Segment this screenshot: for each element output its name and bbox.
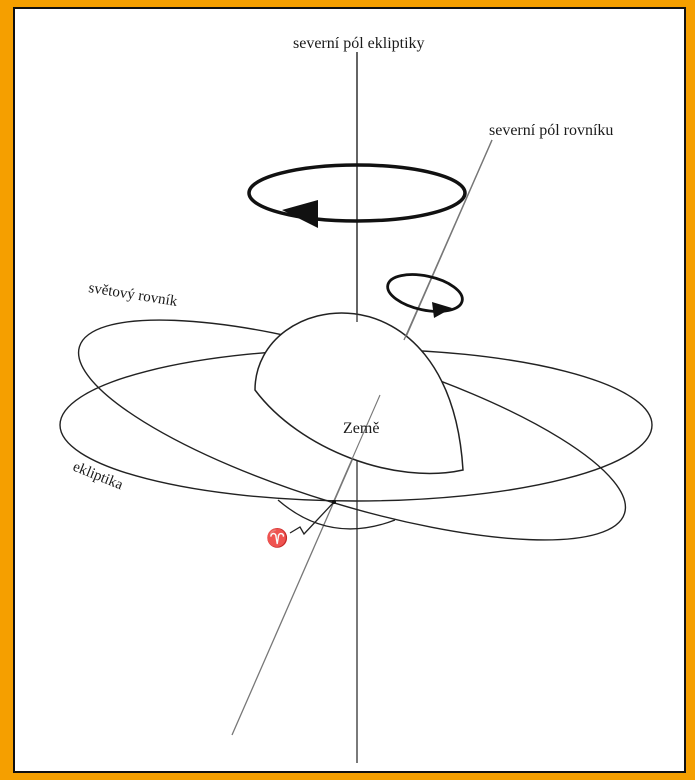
label-equator-pole: severní pól rovníku [489, 122, 613, 139]
vernal-equinox-point [332, 500, 336, 504]
label-ecliptic-pole: severní pól ekliptiky [293, 35, 425, 52]
label-earth: Země [343, 420, 379, 437]
label-vernal-equinox: ♈ [266, 527, 288, 548]
